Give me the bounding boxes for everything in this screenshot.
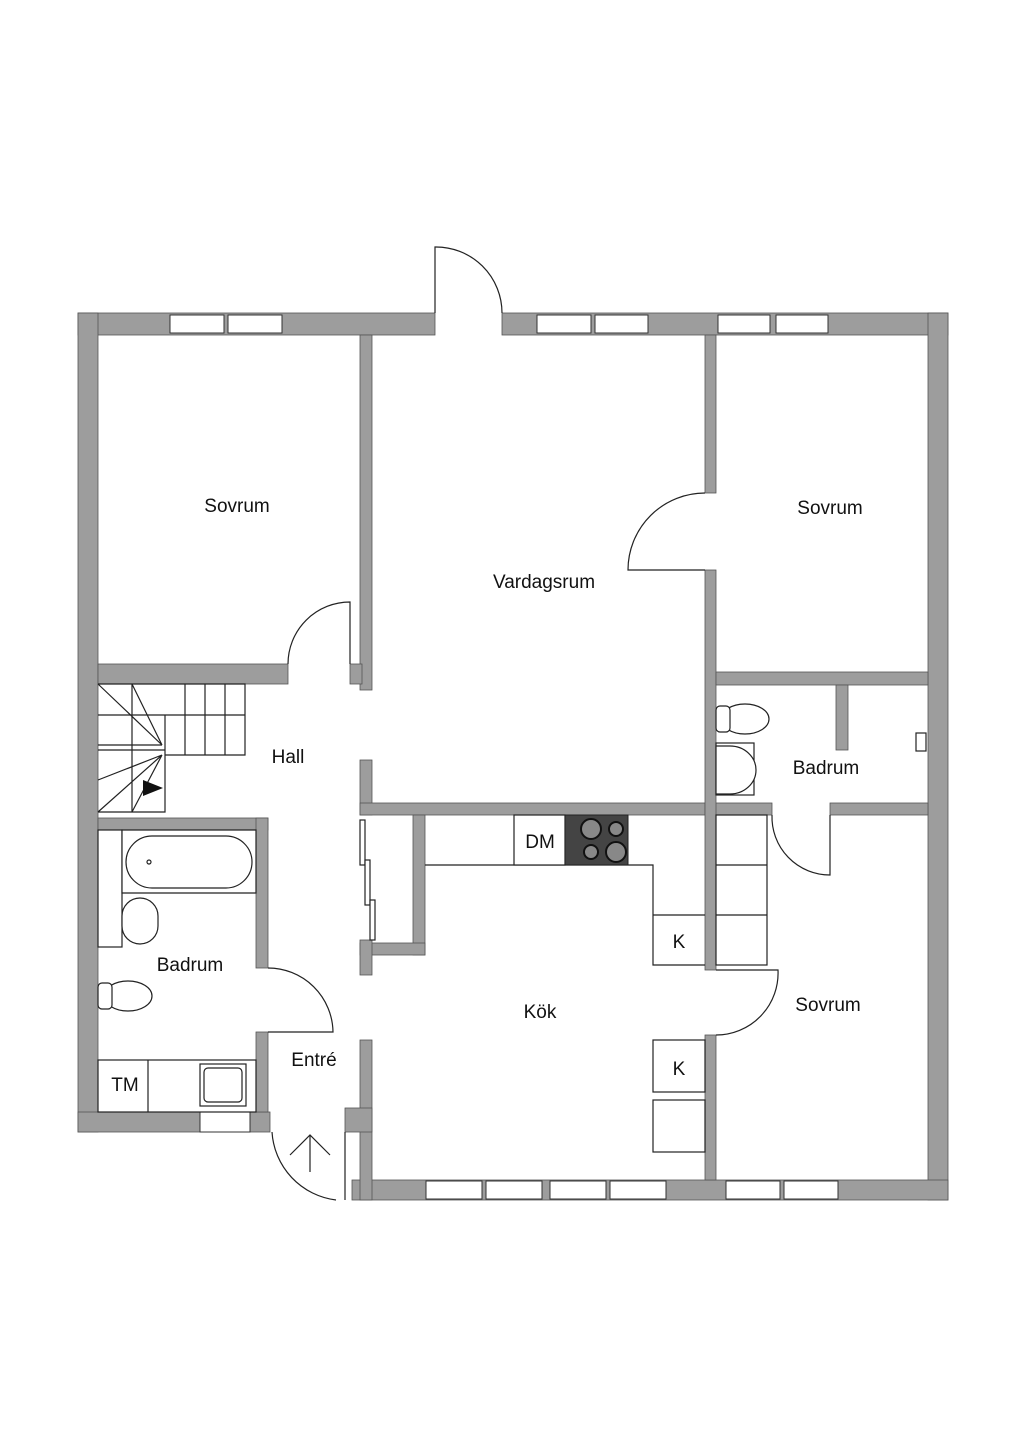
entrance-arrow-icon [289, 1134, 331, 1172]
room-label-sovrum-se: Sovrum [795, 995, 860, 1016]
bathroom-fixtures [97, 703, 927, 1113]
door-entrance[interactable] [271, 1131, 346, 1201]
stairs [97, 683, 246, 813]
room-label-kok: Kök [524, 1002, 557, 1023]
room-label-badrum-w: Badrum [157, 955, 224, 976]
room-label-hall: Hall [272, 747, 305, 768]
door-sovrum-ne[interactable] [627, 492, 706, 571]
door-sovrum-se[interactable] [715, 969, 779, 1036]
room-label-entre: Entré [291, 1050, 336, 1071]
label-washing-machine: TM [111, 1075, 138, 1096]
label-fridge-upper: K [673, 932, 686, 953]
stairs-direction-icon [143, 780, 163, 796]
shower-icon [915, 732, 927, 752]
door-sovrum-nw[interactable] [287, 601, 351, 665]
sink-icon [121, 897, 159, 945]
kitchen [425, 814, 768, 1153]
doors [267, 246, 831, 1201]
windows [169, 314, 839, 1200]
labels: Sovrum Vardagsrum Sovrum Hall Badrum DM … [111, 496, 862, 1096]
door-badrum-w[interactable] [267, 967, 334, 1033]
door-badrum-e[interactable] [771, 814, 831, 876]
room-label-sovrum-nw: Sovrum [204, 496, 269, 517]
door-balcony[interactable] [434, 246, 503, 314]
label-dishwasher: DM [525, 832, 555, 853]
label-fridge-lower: K [673, 1059, 686, 1080]
room-label-vardagsrum: Vardagsrum [493, 572, 595, 593]
room-label-sovrum-ne: Sovrum [797, 498, 862, 519]
room-label-badrum-e: Badrum [793, 758, 860, 779]
